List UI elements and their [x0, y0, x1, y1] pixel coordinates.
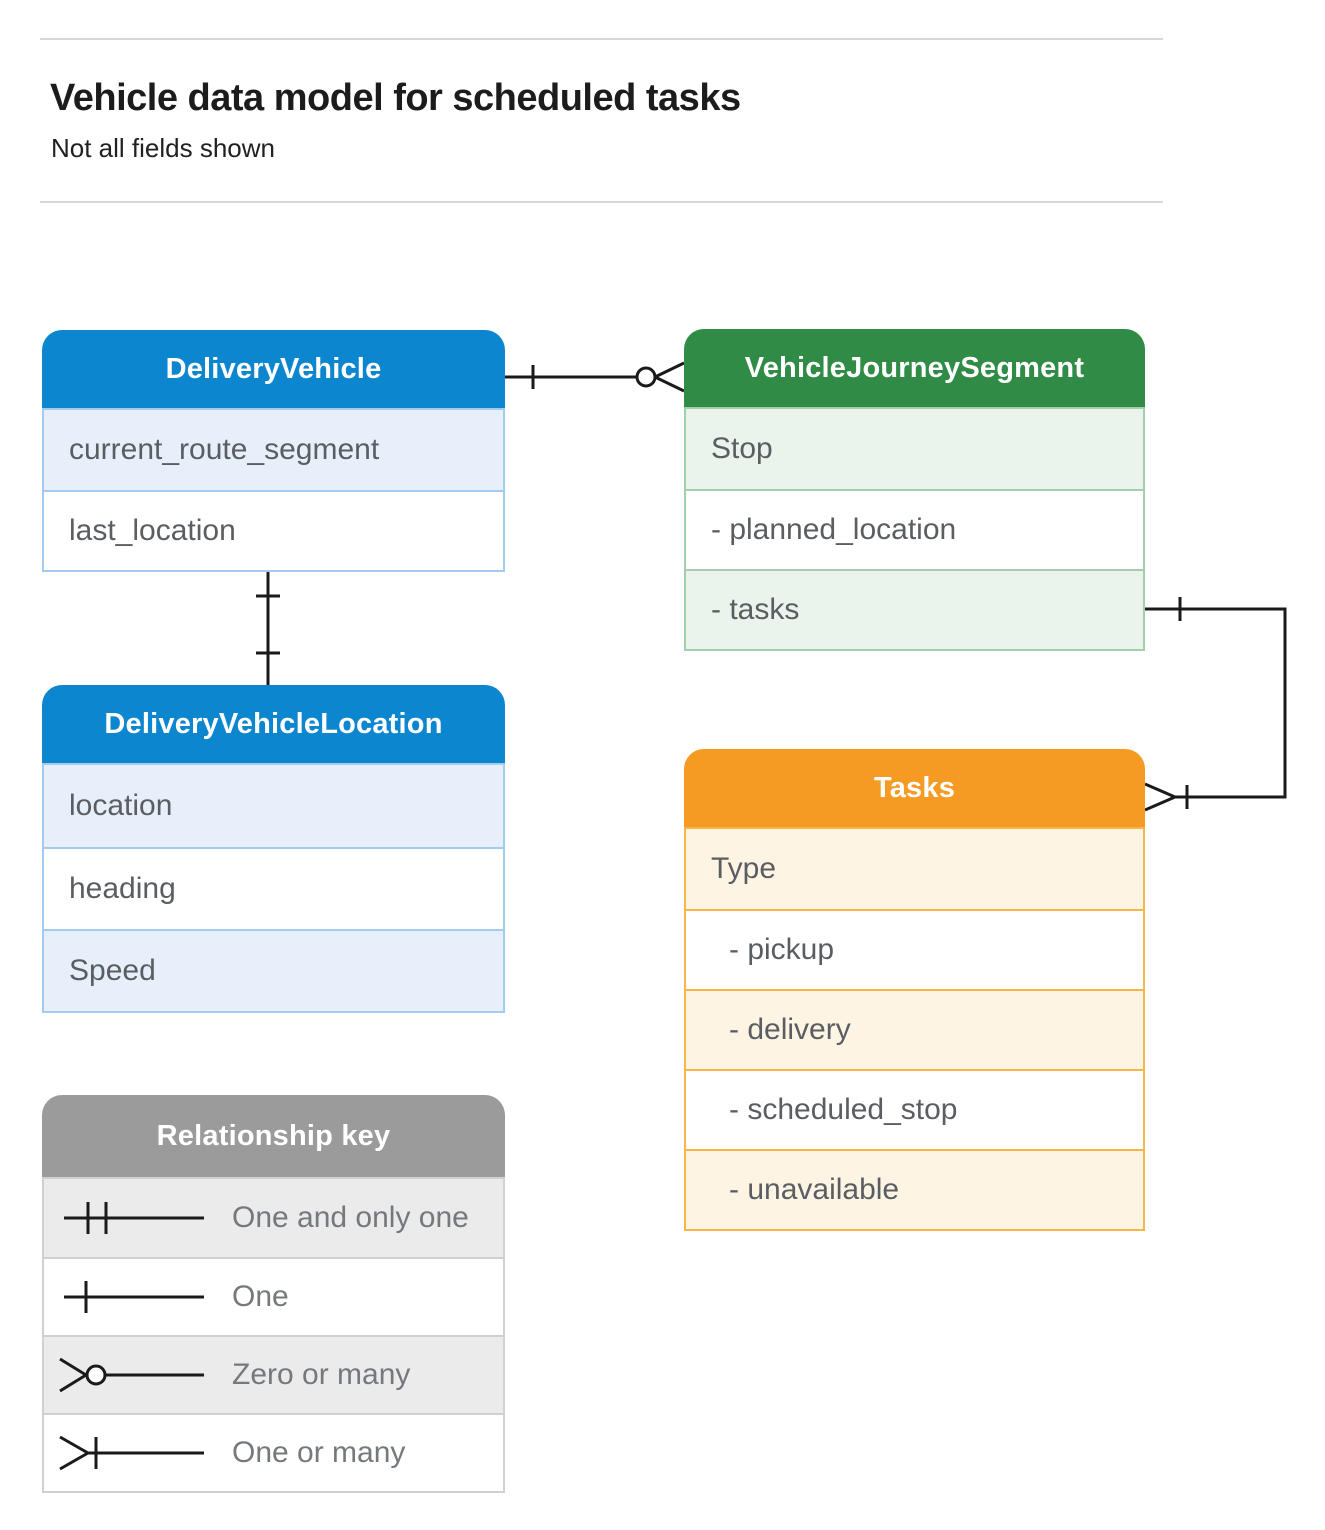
one-or-many-icon [59, 1435, 204, 1471]
field-label: - tasks [711, 593, 800, 626]
field-label: Type [711, 852, 777, 885]
field-label: - unavailable [729, 1173, 900, 1206]
entity-header: VehicleJourneySegment [684, 329, 1145, 407]
field-row: current_route_segment [44, 410, 503, 490]
field-row: heading [44, 847, 503, 929]
field-row: Stop [686, 409, 1143, 489]
zero-or-many-icon [59, 1357, 204, 1393]
connector-deliveryvehicle-to-deliveryvehiclelocation [256, 568, 280, 685]
field-row: - pickup [686, 909, 1143, 989]
field-label: Stop [711, 432, 773, 465]
legend-row: One or many [44, 1413, 503, 1491]
one-icon [64, 1281, 204, 1313]
field-label: current_route_segment [69, 433, 380, 466]
entity-header: DeliveryVehicleLocation [42, 685, 505, 763]
field-row: - planned_location [686, 489, 1143, 569]
entity-header: Tasks [684, 749, 1145, 827]
relationship-key: Relationship key One and only one One [42, 1095, 505, 1493]
field-label: - delivery [729, 1013, 851, 1046]
field-label: Speed [69, 954, 156, 987]
top-divider [40, 38, 1163, 40]
field-label: location [69, 789, 173, 822]
entity-fields: Stop - planned_location - tasks [684, 407, 1145, 651]
field-label: last_location [69, 514, 236, 547]
entity-fields: Type - pickup - delivery - scheduled_sto… [684, 827, 1145, 1231]
field-row: last_location [44, 490, 503, 570]
field-row: - scheduled_stop [686, 1069, 1143, 1149]
legend-header: Relationship key [42, 1095, 505, 1177]
crow-foot-icon [1144, 782, 1176, 799]
bottom-divider [40, 201, 1163, 203]
field-row: - delivery [686, 989, 1143, 1069]
legend-label: One and only one [232, 1201, 469, 1234]
legend-label: One or many [232, 1436, 406, 1469]
field-label: - planned_location [711, 513, 957, 546]
connector-deliveryvehicle-to-vehiclejourneysegment [505, 361, 685, 393]
entity-delivery-vehicle-location: DeliveryVehicleLocation location heading… [42, 685, 505, 1013]
field-row: - unavailable [686, 1149, 1143, 1229]
entity-fields: location heading Speed [42, 763, 505, 1013]
legend-label: Zero or many [232, 1358, 411, 1391]
field-row: Type [686, 829, 1143, 909]
legend-row: One [44, 1257, 503, 1335]
one-and-only-one-icon [64, 1202, 204, 1234]
entity-fields: current_route_segment last_location [42, 408, 505, 572]
entity-delivery-vehicle: DeliveryVehicle current_route_segment la… [42, 330, 505, 572]
field-row: Speed [44, 929, 503, 1011]
field-row: - tasks [686, 569, 1143, 649]
page-subtitle: Not all fields shown [51, 133, 275, 163]
entity-header: DeliveryVehicle [42, 330, 505, 408]
legend-label: One [232, 1280, 289, 1313]
legend-row: Zero or many [44, 1335, 503, 1413]
crow-foot-icon [654, 361, 685, 379]
entity-vehicle-journey-segment: VehicleJourneySegment Stop - planned_loc… [684, 329, 1145, 651]
field-label: - scheduled_stop [729, 1093, 958, 1126]
legend-rows: One and only one One Zero or many [42, 1177, 505, 1493]
entity-tasks: Tasks Type - pickup - delivery - schedul… [684, 749, 1145, 1231]
legend-row: One and only one [44, 1179, 503, 1257]
field-label: - pickup [729, 933, 835, 966]
zero-circle-icon [635, 366, 657, 388]
connector-vehiclejourneysegment-tasks-to-tasks [1144, 597, 1287, 812]
field-label: heading [69, 872, 176, 905]
page-title: Vehicle data model for scheduled tasks [50, 77, 741, 119]
field-row: location [44, 765, 503, 847]
